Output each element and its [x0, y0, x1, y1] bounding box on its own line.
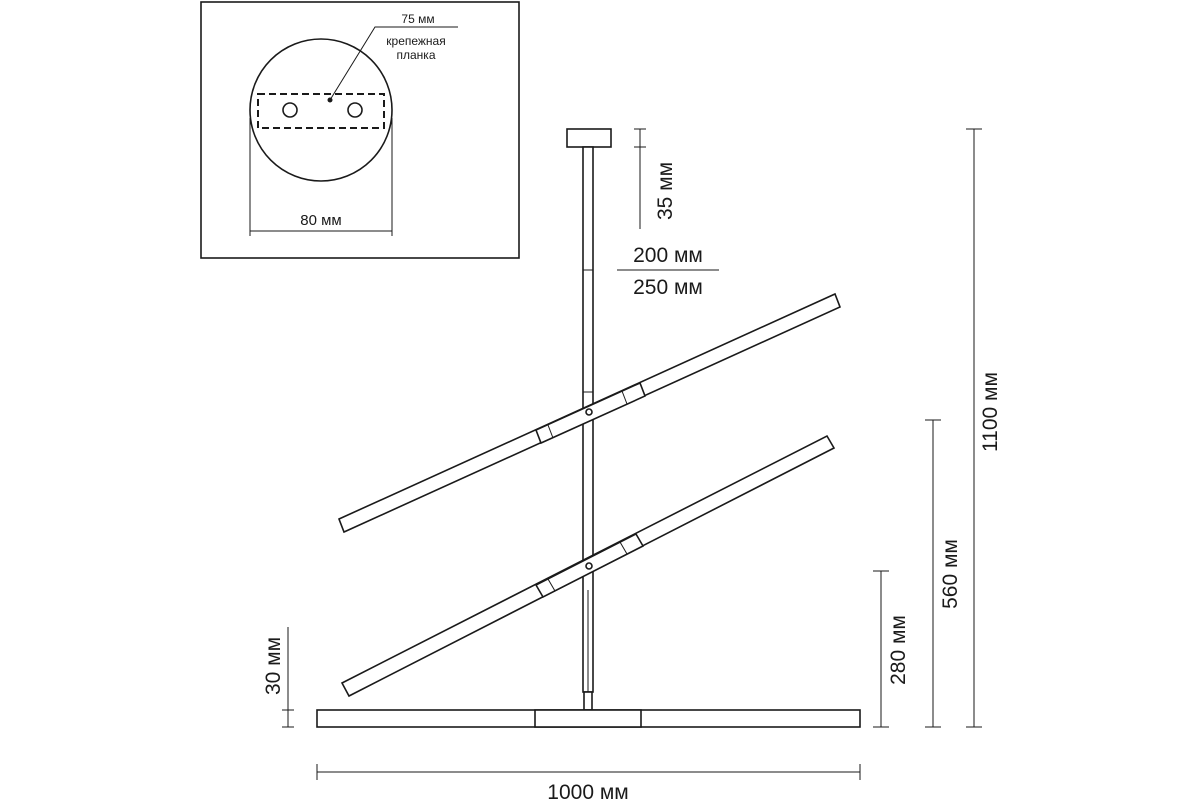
dim-canopy-height: 35 мм — [654, 162, 677, 220]
bracket-leader-line — [329, 26, 458, 101]
lamp-elevation — [316, 128, 861, 728]
bottom-light-bar — [316, 709, 861, 728]
canopy — [566, 128, 612, 148]
dim-total-width: 1000 мм — [547, 781, 628, 800]
mounting-bracket — [257, 93, 385, 129]
bracket-label-line1: крепежная — [386, 34, 445, 48]
upper-bar-pivot — [585, 408, 593, 416]
dim-bar-thickness: 30 мм — [262, 637, 285, 695]
lower-bar-pivot — [585, 562, 593, 570]
inset-frame — [200, 1, 520, 259]
dimensions: 35 мм 200 мм 250 мм 1100 мм 560 мм 280 м… — [262, 128, 1002, 804]
dim-rod-length-b: 250 мм — [633, 276, 703, 299]
dim-canopy-diameter: 80 мм — [300, 212, 341, 229]
bottom-bar-clamp — [534, 709, 642, 728]
bracket-hole-left — [282, 102, 298, 118]
upper-light-bar — [337, 292, 842, 534]
bracket-label-line2: планка — [397, 48, 436, 62]
dim-bracket-offset: 75 мм — [401, 12, 434, 26]
rod-bottom-connector — [583, 691, 593, 711]
canopy-circle — [249, 38, 393, 182]
bracket-hole-right — [347, 102, 363, 118]
dim-middle-height: 560 мм — [939, 539, 962, 609]
lower-light-bar — [340, 434, 836, 698]
dim-rod-length-a: 200 мм — [633, 244, 703, 267]
dim-total-height: 1100 мм — [979, 372, 1002, 452]
canopy-inset: 75 мм крепежная планка 80 мм — [200, 1, 520, 259]
dim-lower-height: 280 мм — [887, 615, 910, 685]
